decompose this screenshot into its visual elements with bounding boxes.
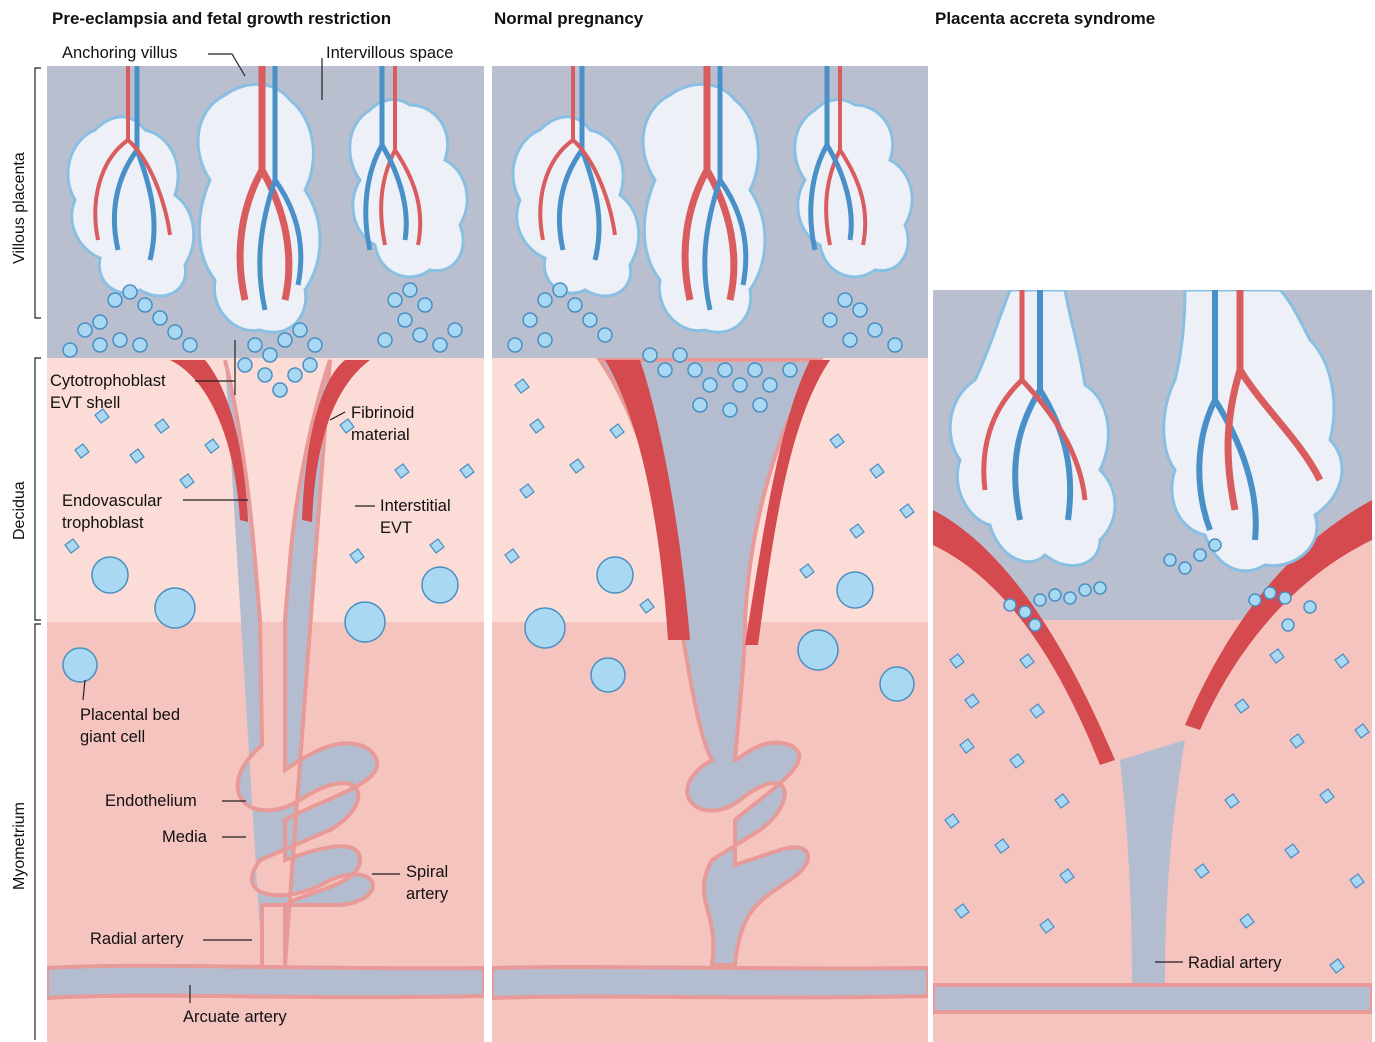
panel-title-accreta: Placenta accreta syndrome xyxy=(935,9,1155,28)
layer-bracket-villous xyxy=(35,68,41,318)
label-endovascular-trophoblast: trophoblast xyxy=(62,514,144,532)
label-fibrinoid: Fibrinoid xyxy=(351,404,414,422)
label-fibrinoid-material: material xyxy=(351,426,410,444)
layer-label-myometrium: Myometrium xyxy=(11,802,28,890)
label-interstitial-evt: EVT xyxy=(380,519,412,537)
label-intervillous-space: Intervillous space xyxy=(326,44,453,62)
label-giant-cell: giant cell xyxy=(80,728,145,746)
label-evt-shell: EVT shell xyxy=(50,394,120,412)
layer-bracket-decidua xyxy=(35,358,41,620)
panel-normal xyxy=(492,66,928,1042)
arcuate-artery xyxy=(492,967,928,998)
panel-title-preeclampsia: Pre-eclampsia and fetal growth restricti… xyxy=(52,9,391,28)
label-radial-artery-right: Radial artery xyxy=(1188,954,1282,972)
label-arcuate-artery: Arcuate artery xyxy=(183,1008,287,1026)
label-spiral-artery: artery xyxy=(406,885,449,903)
label-spiral: Spiral xyxy=(406,863,448,881)
arcuate-artery xyxy=(933,985,1372,1012)
label-interstitial: Interstitial xyxy=(380,497,451,515)
label-endothelium: Endothelium xyxy=(105,792,197,810)
label-endovascular: Endovascular xyxy=(62,492,162,510)
panel-title-normal: Normal pregnancy xyxy=(494,9,644,28)
label-radial-artery-left: Radial artery xyxy=(90,930,184,948)
arcuate-artery xyxy=(47,966,484,998)
layer-label-decidua: Decidua xyxy=(11,481,28,540)
label-media: Media xyxy=(162,828,208,846)
label-cytotrophoblast: Cytotrophoblast xyxy=(50,372,166,390)
label-anchoring-villus: Anchoring villus xyxy=(62,44,178,62)
panel-accreta xyxy=(933,290,1372,1042)
layer-label-villous: Villous placenta xyxy=(11,152,28,264)
layer-bracket-myometrium xyxy=(35,624,41,1040)
label-placental-bed: Placental bed xyxy=(80,706,180,724)
